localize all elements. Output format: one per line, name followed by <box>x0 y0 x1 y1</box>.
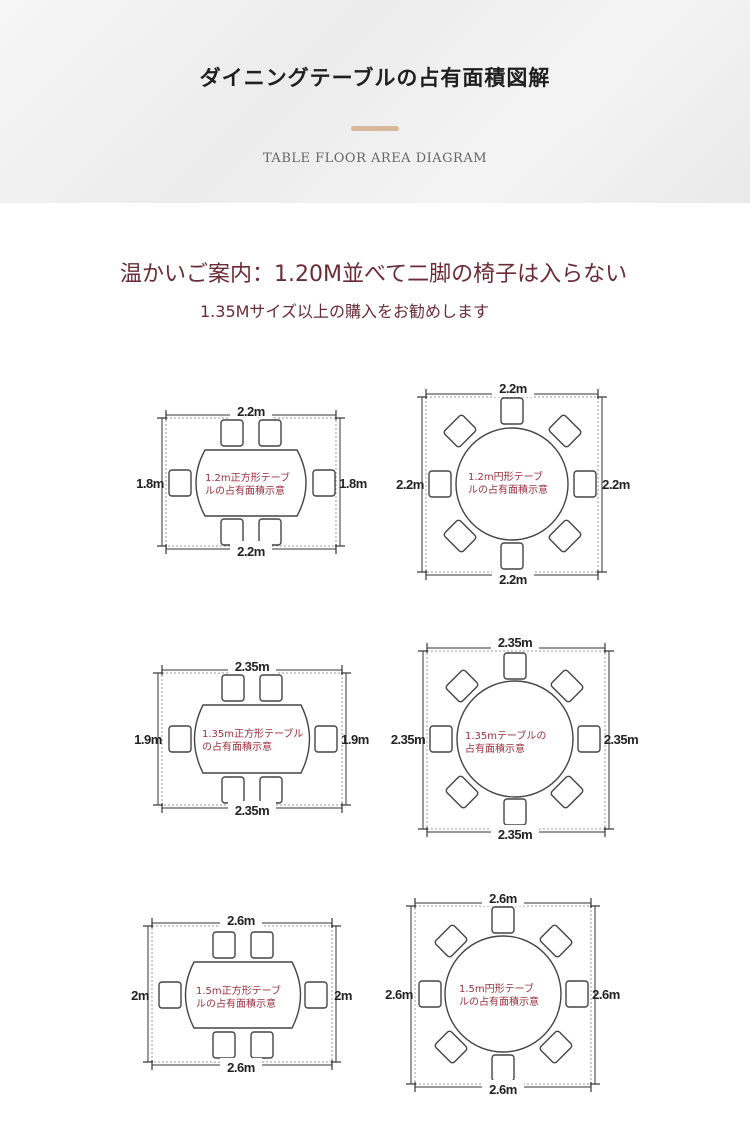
round-table-diagram-1: 2.2m 2.2m 2.2m 2.2m 1.2m円形テーブ ルの占有面積示意 <box>396 381 630 587</box>
round-table-diagram-3: 2.6m 2.6m 2.6m 2.6m 1.5m円形テーブ ルの占有面積示意 <box>385 891 620 1097</box>
dim-bottom: 2.2m <box>237 544 265 559</box>
table-label-4a: 1.35mテーブルの <box>465 729 546 742</box>
dim-top: 2.2m <box>499 381 527 396</box>
dim-bottom: 2.35m <box>235 803 269 818</box>
dim-right: 2m <box>334 988 352 1003</box>
table-label-2a: 1.2m円形テーブ <box>468 470 543 483</box>
table-label-6b: ルの占有面積示意 <box>459 995 539 1008</box>
dim-bottom: 2.6m <box>227 1060 255 1075</box>
table-label-6a: 1.5m円形テーブ <box>459 982 534 995</box>
dim-left: 1.8m <box>136 476 164 491</box>
dim-right: 2.6m <box>592 987 620 1002</box>
dim-top: 2.2m <box>237 404 265 419</box>
dim-left: 1.9m <box>134 732 162 747</box>
page-title: ダイニングテーブルの占有面積図解 <box>199 66 551 90</box>
dim-left: 2.2m <box>396 477 424 492</box>
dim-bottom: 2.6m <box>489 1082 517 1097</box>
table-label-1a: 1.2m正方形テーブ <box>205 471 290 484</box>
dim-bottom: 2.35m <box>498 827 532 842</box>
round-table-diagram-2: 2.35m 2.35m 2.35m 2.35m 1.35mテーブルの 占有面積示… <box>391 635 639 842</box>
dim-right: 1.8m <box>339 476 367 491</box>
dim-left: 2m <box>131 988 149 1003</box>
table-label-2b: ルの占有面積示意 <box>468 483 548 496</box>
dim-left: 2.6m <box>385 987 413 1002</box>
dim-top: 2.6m <box>227 913 255 928</box>
dimension-label-bg <box>230 405 272 419</box>
rect-table-diagram-1: 2.2m 2.2m 1.8m 1.8m 1.2m正方形テーブ ルの占有面積示意 <box>136 404 367 559</box>
rect-table-diagram-3: 2.6m 2.6m 2m 2m 1.5m正方形テーブ ルの占有面積示意 <box>131 913 352 1075</box>
table-label-3a: 1.35m正方形テーブル <box>202 727 303 740</box>
dim-top: 2.6m <box>489 891 517 906</box>
dim-right: 1.9m <box>341 732 369 747</box>
notice-line-1: 温かいご案内：1.20M並べて二脚の椅子は入らない <box>120 262 628 287</box>
page-subtitle: TABLE FLOOR AREA DIAGRAM <box>262 151 488 166</box>
dim-top: 2.35m <box>235 659 269 674</box>
accent-divider <box>351 126 399 131</box>
header-banner: ダイニングテーブルの占有面積図解 TABLE FLOOR AREA DIAGRA… <box>0 0 750 203</box>
rect-table-diagram-2: 2.35m 2.35m 1.9m 1.9m 1.35m正方形テーブル の占有面積… <box>134 659 369 818</box>
dim-top: 2.35m <box>498 635 532 650</box>
table-label-5a: 1.5m正方形テーブ <box>196 984 281 997</box>
table-label-3b: の占有面積示意 <box>202 740 272 753</box>
dim-right: 2.35m <box>604 732 638 747</box>
table-label-1b: ルの占有面積示意 <box>205 484 285 497</box>
dim-left: 2.35m <box>391 732 425 747</box>
table-label-4b: 占有面積示意 <box>465 742 525 755</box>
notice-line-2: 1.35Mサイズ以上の購入をお勧めします <box>200 302 489 321</box>
dim-bottom: 2.2m <box>499 572 527 587</box>
dim-right: 2.2m <box>602 477 630 492</box>
table-label-5b: ルの占有面積示意 <box>196 997 276 1010</box>
